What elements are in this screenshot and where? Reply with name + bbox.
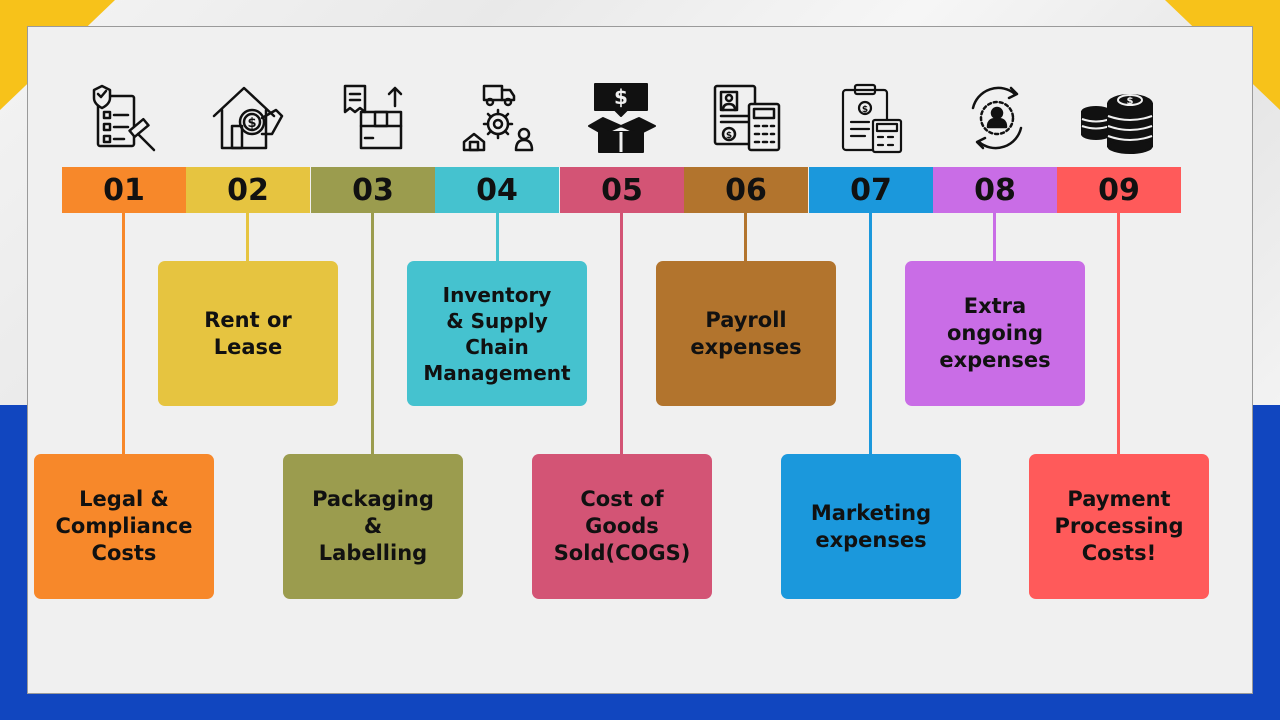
step-number-08: 08 [933,167,1057,213]
step-card-inventory: Inventory & Supply Chain Management [407,261,587,406]
connector-07 [869,213,872,454]
supply-chain-icon [458,80,538,156]
connector-04 [496,213,499,261]
svg-text:$: $ [726,131,732,141]
connector-08 [993,213,996,261]
step-card-payment-processing: Payment Processing Costs! [1029,454,1209,599]
dollar-box-icon: $ [583,80,663,156]
connector-02 [246,213,249,261]
package-label-icon [333,80,413,156]
connector-03 [371,213,374,454]
connector-05 [620,213,623,454]
step-number-02: 02 [186,167,310,213]
step-number-07: 07 [809,167,933,213]
connector-01 [122,213,125,454]
step-card-legal-compliance: Legal & Compliance Costs [34,454,214,599]
house-money-icon: $ [208,80,288,156]
step-card-extra-ongoing: Extra ongoing expenses [905,261,1085,406]
clipboard-calculator-icon: $ [833,80,913,156]
step-number-03: 03 [311,167,435,213]
step-card-rent-lease: Rent or Lease [158,261,338,406]
svg-text:$: $ [614,85,628,109]
step-number-04: 04 [435,167,559,213]
step-card-payroll: Payroll expenses [656,261,836,406]
step-card-packaging: Packaging & Labelling [283,454,463,599]
payroll-calculator-icon: $ [707,80,787,156]
svg-text:$: $ [1127,96,1134,107]
step-card-marketing: Marketing expenses [781,454,961,599]
step-number-06: 06 [684,167,808,213]
svg-text:$: $ [862,105,868,115]
step-number-05: 05 [560,167,684,213]
step-number-09: 09 [1057,167,1181,213]
step-card-cogs: Cost of Goods Sold(COGS) [532,454,712,599]
legal-checklist-gavel-icon [82,80,162,156]
step-number-01: 01 [62,167,186,213]
connector-09 [1117,213,1120,454]
svg-text:$: $ [247,116,256,131]
person-cycle-icon [957,80,1037,156]
coin-stacks-icon: $ [1078,80,1158,156]
connector-06 [744,213,747,261]
